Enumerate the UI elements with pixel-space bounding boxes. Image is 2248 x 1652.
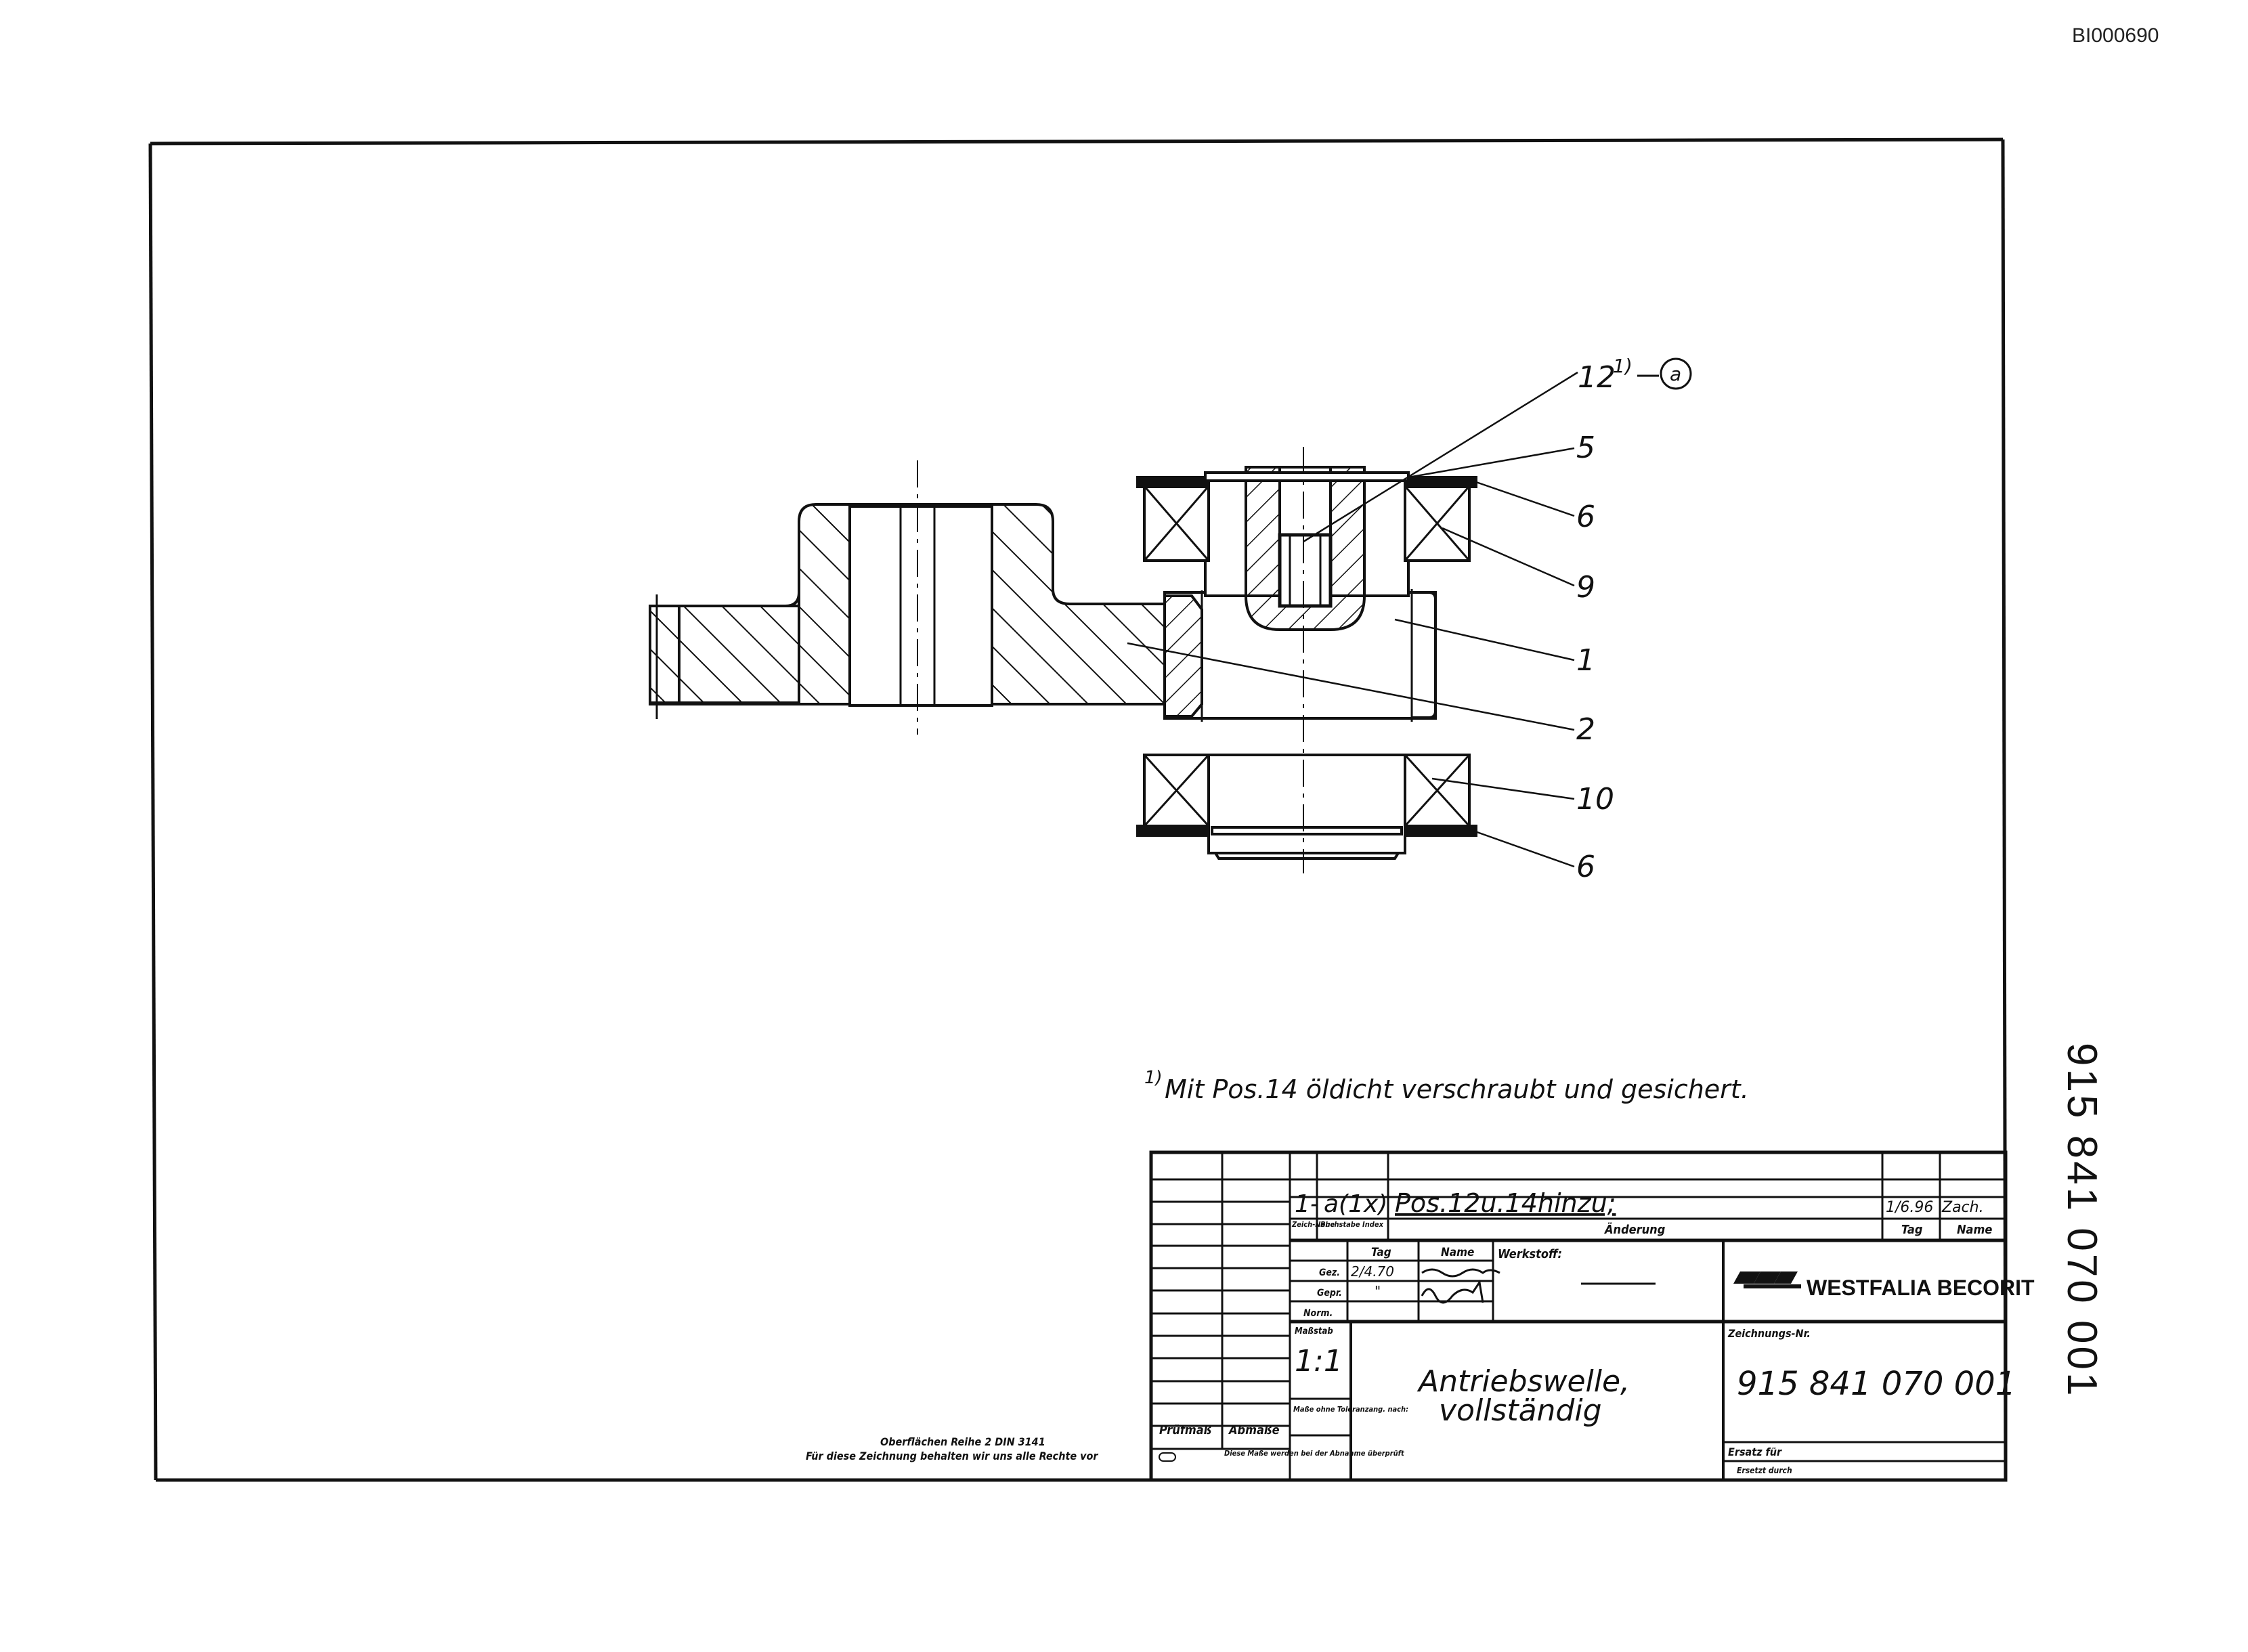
rev-letter: a(1x) (1324, 1190, 1387, 1218)
shaft-assembly-section (649, 447, 1477, 873)
signature-gepr (1421, 1280, 1484, 1304)
svg-text:Maßstab: Maßstab (1295, 1326, 1333, 1336)
svg-text:Name: Name (1957, 1223, 1992, 1237)
svg-text:Diese Maße werden bei der Abna: Diese Maße werden bei der Abnahme überpr… (1224, 1449, 1405, 1458)
svg-text:Für diese Zeichnung behalten w: Für diese Zeichnung behalten wir uns all… (806, 1450, 1098, 1462)
drawing-title-line1: Antriebswelle, (1417, 1364, 1630, 1399)
technical-drawing-sheet: 12 1) a 5 6 9 1 2 10 6 1) Mit Pos.14 öld… (148, 137, 2035, 1482)
svg-text:Maße ohne Toleranzang. nach:: Maße ohne Toleranzang. nach: (1293, 1405, 1408, 1414)
title-block (1149, 1150, 2008, 1482)
seal-upper-left (1136, 476, 1210, 488)
footnote-text: Mit Pos.14 öldicht verschraubt und gesic… (1165, 1074, 1749, 1104)
rev-index: 1- (1295, 1190, 1319, 1218)
callout-10: 10 (1576, 782, 1614, 817)
title-block-text: 1- a(1x) Pos.12u.14hinzu; 1/6.96 Zach. Z… (1159, 1188, 2035, 1475)
drawing-number: 915 841 070 001 (1737, 1365, 2016, 1403)
svg-text:Ersetzt durch: Ersetzt durch (1737, 1466, 1792, 1475)
svg-text:Werkstoff:: Werkstoff: (1498, 1247, 1562, 1261)
svg-text:": " (1375, 1283, 1381, 1299)
callout-12-marker: a (1670, 363, 1681, 385)
flange-bore (848, 505, 993, 707)
signature-gez (1421, 1268, 1500, 1278)
svg-text:Gez.: Gez. (1319, 1267, 1340, 1278)
scale-value: 1:1 (1295, 1344, 1343, 1378)
svg-text:Tag: Tag (1901, 1223, 1923, 1237)
surface-note: Oberflächen Reihe 2 DIN 3141 Für diese Z… (806, 1435, 1098, 1462)
callout-2: 2 (1576, 712, 1595, 747)
callout-1: 1 (1576, 643, 1595, 678)
seal-lower-right (1404, 825, 1477, 837)
svg-text:Buchstabe Index: Buchstabe Index (1320, 1220, 1384, 1229)
svg-text:2/4.70: 2/4.70 (1351, 1263, 1394, 1280)
callout-5: 5 (1576, 431, 1595, 465)
seal-lower-left (1136, 825, 1210, 837)
callout-12: 12 (1578, 360, 1616, 395)
rev-change: Pos.12u.14hinzu; (1395, 1188, 1616, 1218)
drawing-frame (148, 137, 2008, 1482)
rev-name: Zach. (1941, 1199, 1984, 1216)
flange-hub-left (649, 605, 800, 705)
callout-12-marker-circle (1660, 357, 1692, 390)
svg-text:Oberflächen Reihe 2 DIN 3141: Oberflächen Reihe 2 DIN 3141 (880, 1435, 1045, 1448)
svg-text:Zeichnungs-Nr.: Zeichnungs-Nr. (1727, 1327, 1811, 1340)
callout-12-sup: 1) (1613, 355, 1633, 377)
callout-6-top: 6 (1576, 500, 1595, 534)
svg-text:Änderung: Änderung (1603, 1222, 1666, 1237)
svg-text:Norm.: Norm. (1303, 1308, 1333, 1319)
svg-text:Prüfmaß: Prüfmaß (1159, 1423, 1211, 1437)
seal-upper-right (1404, 476, 1477, 488)
svg-text:Abmaße: Abmaße (1228, 1423, 1280, 1437)
svg-text:Name: Name (1441, 1246, 1474, 1259)
company-name: WESTFALIA BECORIT (1807, 1276, 2035, 1300)
svg-text:Tag: Tag (1371, 1246, 1391, 1259)
callout-labels: 12 1) a 5 6 9 1 2 10 6 (1576, 355, 1692, 884)
footnote-marker: 1) (1144, 1068, 1163, 1088)
drawing-title-line2: vollständig (1439, 1393, 1602, 1428)
callout-6-bottom: 6 (1576, 850, 1595, 884)
callout-9: 9 (1576, 570, 1595, 605)
grub-screw (1278, 533, 1333, 608)
document-id: BI000690 (2072, 24, 2159, 47)
lower-hub (1207, 754, 1406, 854)
footnote: 1) Mit Pos.14 öldicht verschraubt und ge… (1144, 1068, 1749, 1104)
rev-date: 1/6.96 (1886, 1199, 1933, 1216)
svg-text:Zeich-Nehe: Zeich-Nehe (1291, 1220, 1335, 1229)
svg-text:Gepr.: Gepr. (1317, 1288, 1342, 1299)
svg-text:Ersatz für: Ersatz für (1728, 1446, 1782, 1458)
westfalia-logo-icon (1733, 1271, 1801, 1288)
callout-leaders (1127, 371, 1578, 868)
